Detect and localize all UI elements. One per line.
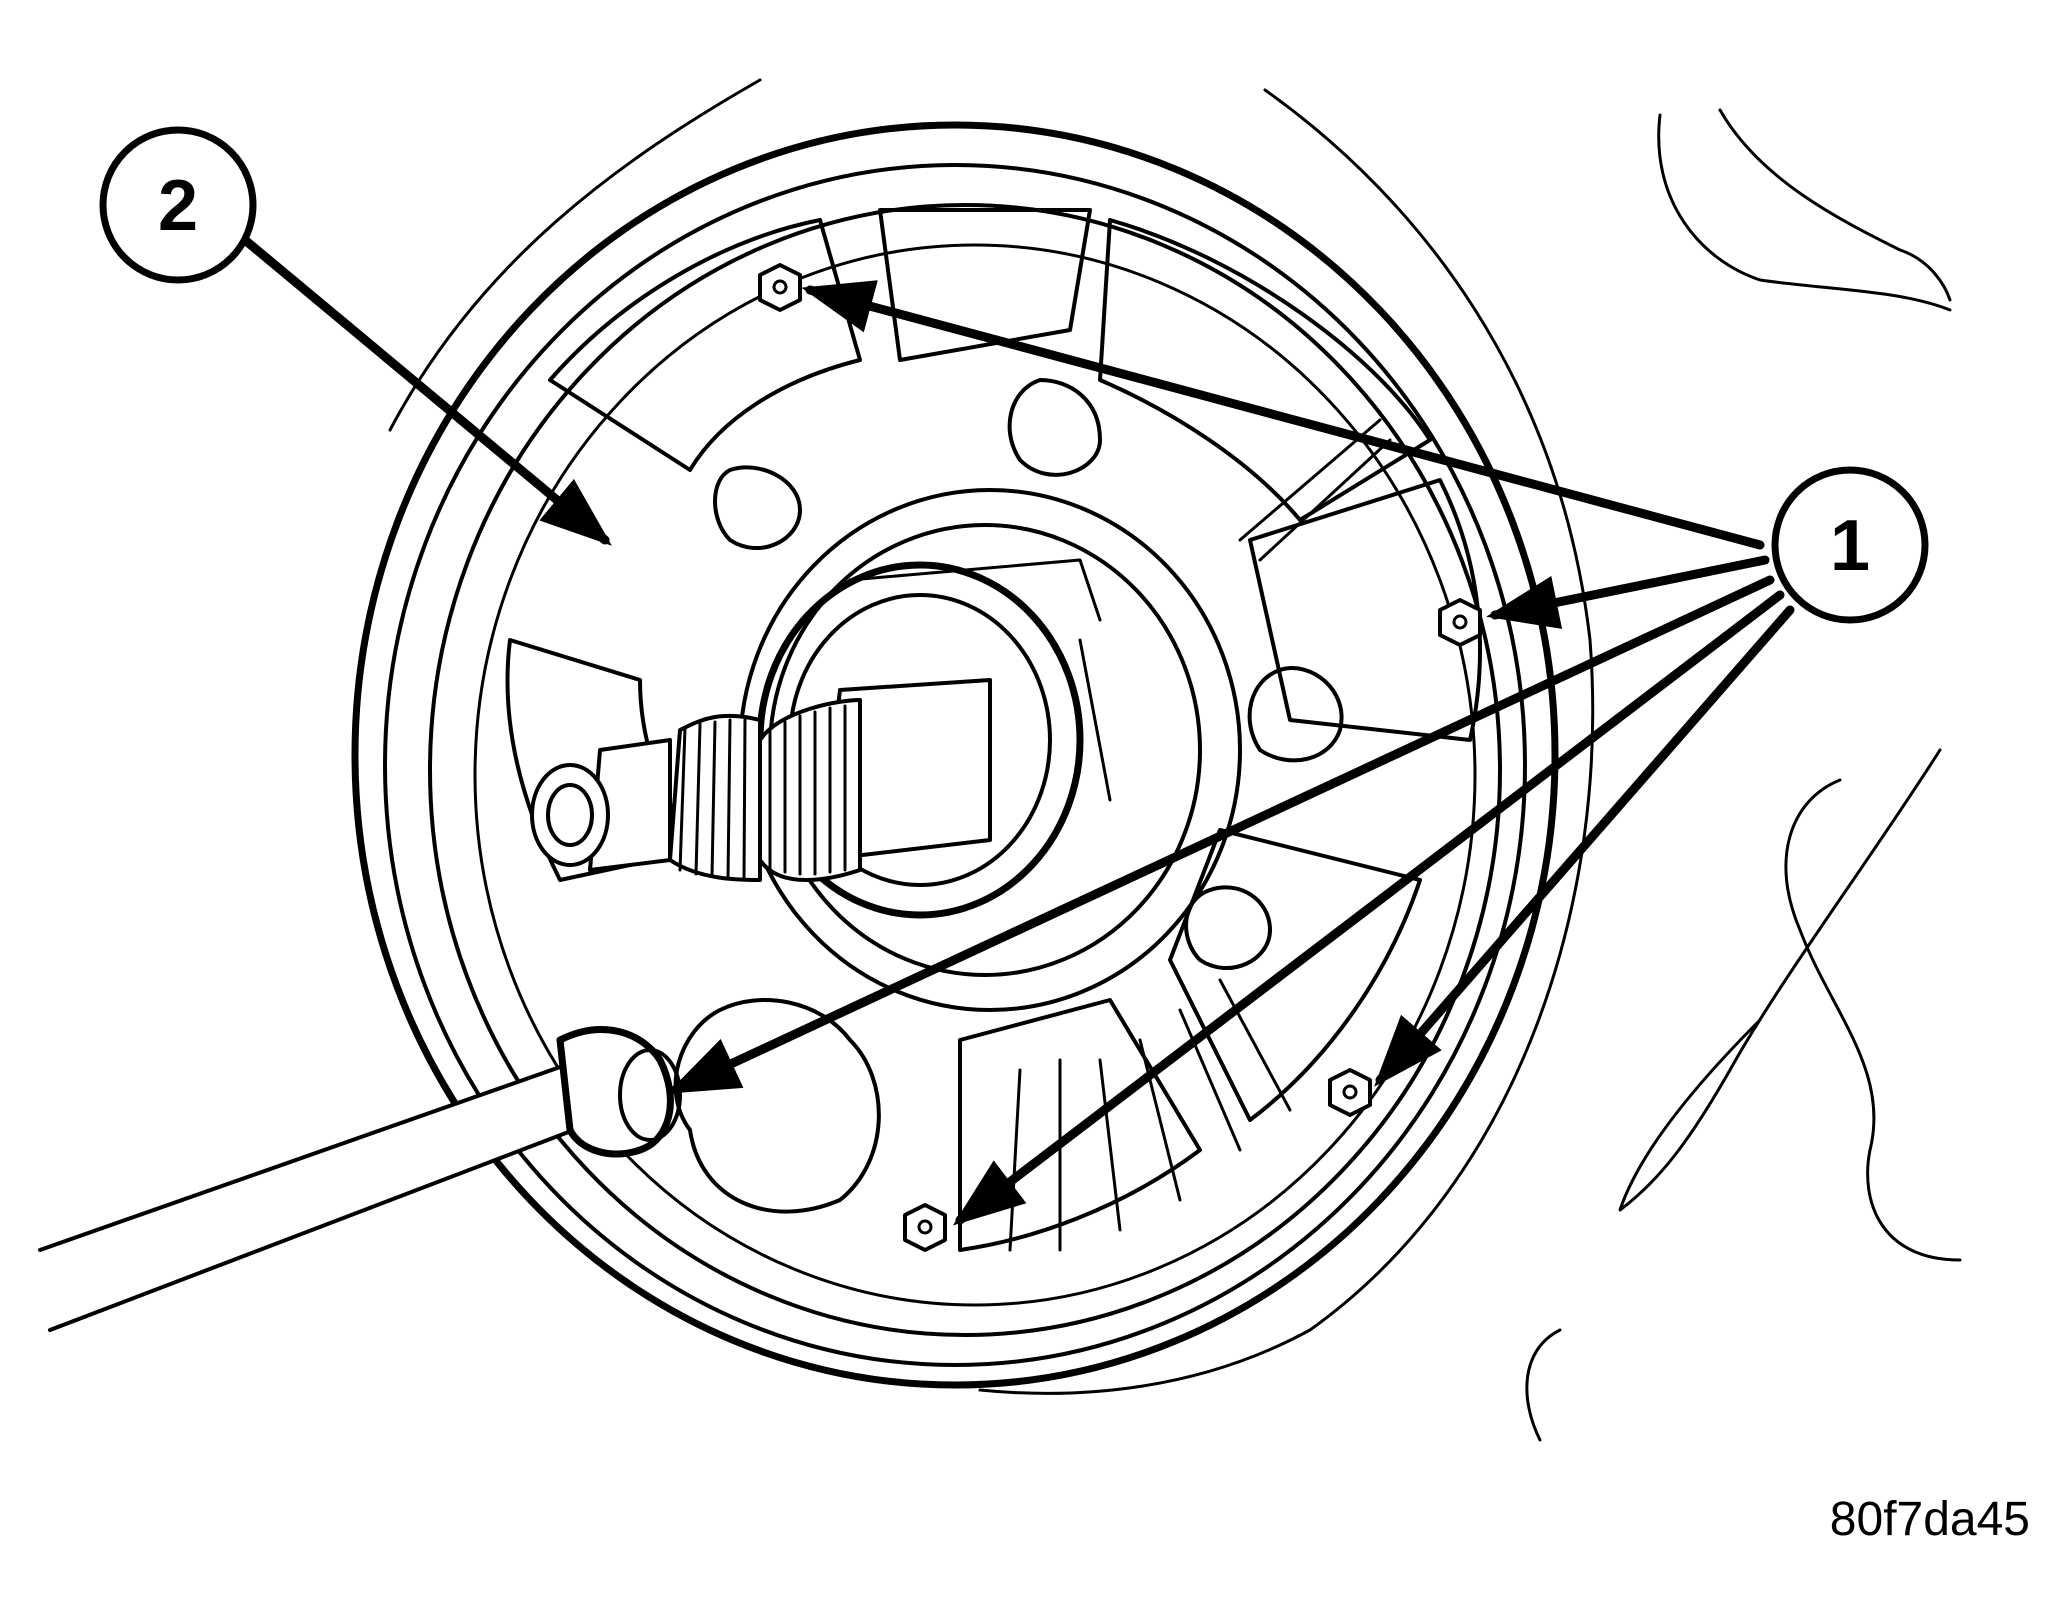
- housing-outline: [388, 78, 1962, 1442]
- callout-1-leaders: [666, 280, 1795, 1226]
- shaft-splines-outer: [768, 704, 847, 876]
- bolt-top-icon: [758, 263, 802, 312]
- bolt-bottom-icon: [903, 1203, 947, 1252]
- input-shaft: [530, 678, 992, 882]
- callout-2-leader: [240, 235, 612, 546]
- callout-2: 2: [99, 126, 257, 284]
- socket-extension-tool: [38, 1026, 682, 1332]
- figure-id: 80f7da45: [1830, 1493, 2030, 1546]
- oil-pump-body: [505, 208, 1482, 1252]
- pump-bolts: [758, 263, 1482, 1252]
- pump-housing-rings: [351, 121, 1559, 1389]
- callout-1: 1: [1771, 466, 1929, 624]
- callout-1-label: 1: [1830, 506, 1870, 586]
- bolt-lower-right-icon: [1328, 1068, 1372, 1117]
- shaft-splines-inner: [678, 718, 747, 880]
- callout-2-label: 2: [158, 166, 198, 246]
- bolt-right-icon: [1438, 598, 1482, 647]
